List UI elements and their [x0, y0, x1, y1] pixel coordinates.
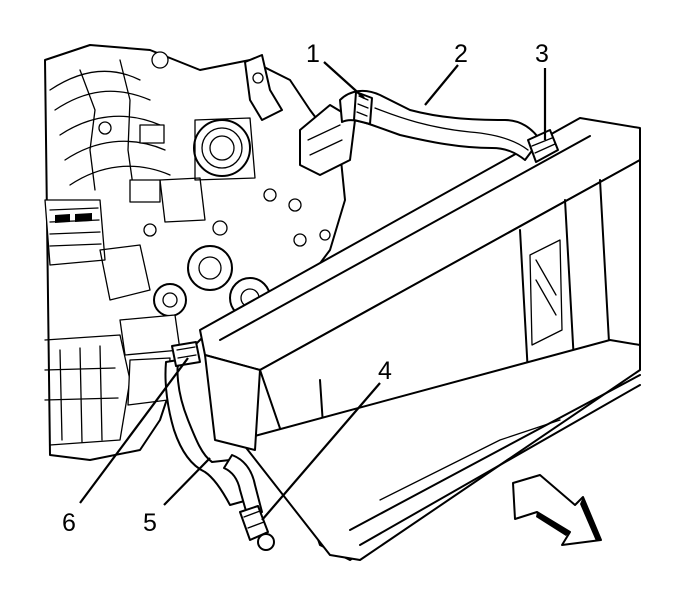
leader-5 [163, 457, 211, 506]
throttle-body [193, 117, 256, 181]
callout-5: 5 [143, 509, 157, 537]
radiator-assembly [199, 117, 641, 561]
lower-hose-clamp-engine [171, 341, 201, 367]
callout-labels: 1 2 3 4 5 6 [62, 40, 549, 537]
leader-1 [323, 61, 365, 99]
callout-leaders [79, 61, 547, 521]
exhaust-manifold [44, 199, 106, 266]
leader-4 [261, 382, 381, 521]
callout-6: 6 [62, 509, 76, 537]
leader-2 [424, 64, 459, 106]
callout-4: 4 [378, 357, 392, 385]
leader-6 [79, 357, 189, 504]
callout-2: 2 [454, 40, 468, 68]
callout-3: 3 [535, 40, 549, 68]
lower-hose-clamp-radiator [239, 505, 275, 551]
radiator-inlet-clamp [527, 129, 559, 163]
lower-radiator-hose [164, 341, 275, 551]
callout-1: 1 [306, 40, 320, 68]
front-direction-arrow-icon [512, 474, 602, 546]
upper-radiator-hose [339, 89, 559, 163]
